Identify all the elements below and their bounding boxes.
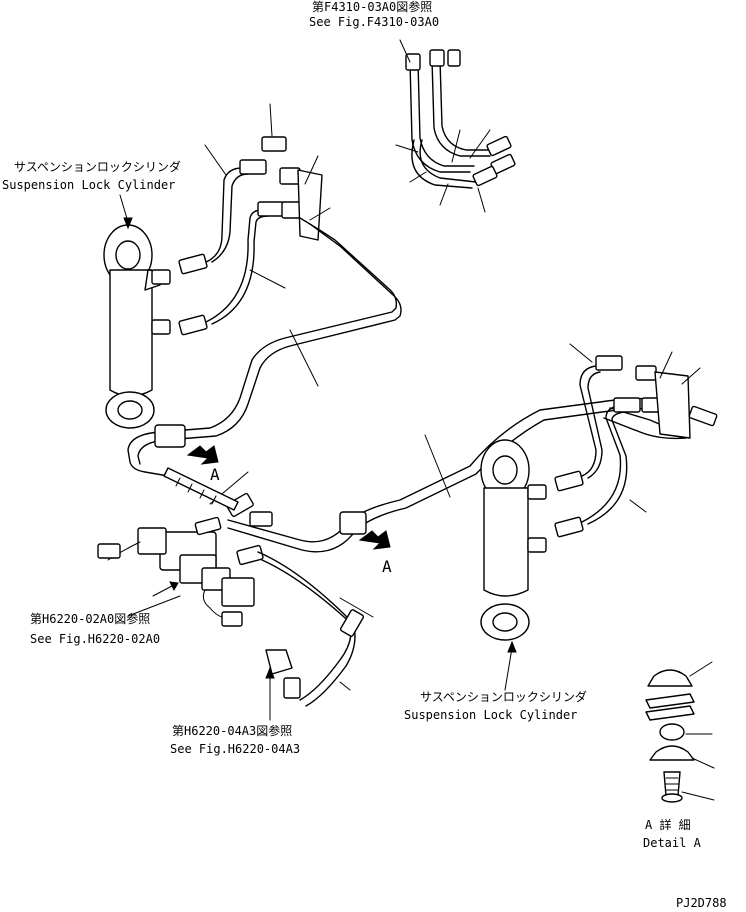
detail-a-parts [645,661,715,803]
ref-h6220-02-en: See Fig.H6220-02A0 [30,632,161,646]
label-pointers [119,194,517,721]
left-cylinder-hoses [178,144,286,336]
arrow-a-right [358,530,391,550]
ref-h6220-04-jp: 第H6220-04A3図参照 [172,724,293,738]
arrow-a-left [186,445,219,465]
ref-h6220-02-jp: 第H6220-02A0図参照 [30,612,151,626]
ref-h6220-04-en: See Fig.H6220-04A3 [170,742,301,756]
right-cylinder-label-en: Suspension Lock Cylinder [404,708,578,722]
right-suspension-lock-cylinder [480,439,547,641]
drain-hose [257,551,374,707]
threaded-rod [163,467,239,511]
drawing-code: PJ2D788 [676,896,727,910]
detail-a-label-en: Detail A [643,836,701,850]
left-cylinder-label-jp: サスペンションロックシリンダ [14,160,181,174]
solenoid-valve-assembly [97,471,273,627]
left-bracket-fittings [261,103,331,241]
detail-a-label-jp: A 詳 細 [645,818,691,832]
top-hose-bundle [395,39,516,213]
arrow-a-right-label: A [382,557,392,576]
left-suspension-lock-cylinder [103,224,171,429]
right-cylinder-label-jp: サスペンションロックシリンダ [420,690,587,704]
right-cylinder-hoses [554,343,718,538]
top-reference-jp: 第F4310-03A0図参照 [312,0,433,14]
main-steel-tubes [127,217,687,553]
arrow-a-left-label: A [210,465,220,484]
left-cylinder-label-en: Suspension Lock Cylinder [2,178,176,192]
top-reference-en: See Fig.F4310-03A0 [309,15,440,29]
